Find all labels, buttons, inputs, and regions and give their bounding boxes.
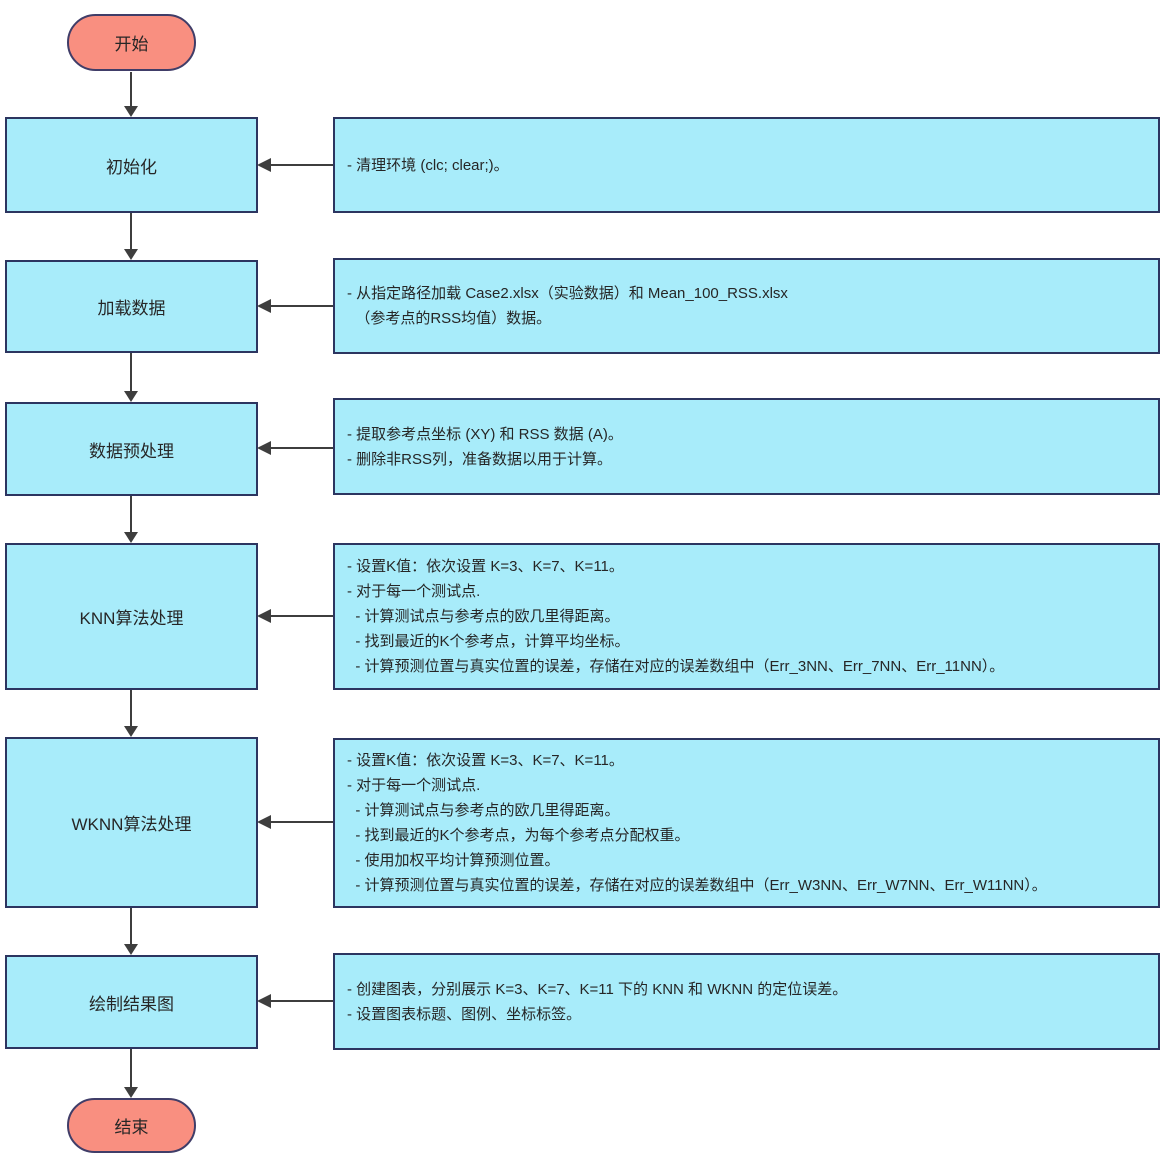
process-box-knn: KNN算法处理 [5, 543, 258, 690]
arrowhead-down-plot [124, 944, 138, 955]
connector-knn-wknn [130, 690, 132, 727]
connector-note-wknn [270, 821, 333, 823]
note-box-preprocess: - 提取参考点坐标 (XY) 和 RSS 数据 (A)。 - 删除非RSS列，准… [333, 398, 1160, 495]
process-box-load-data: 加载数据 [5, 260, 258, 353]
connector-plot-end [130, 1049, 132, 1088]
note-box-wknn: - 设置K值：依次设置 K=3、K=7、K=11。 - 对于每一个测试点. - … [333, 738, 1160, 908]
note-box-load-data: - 从指定路径加载 Case2.xlsx（实验数据）和 Mean_100_RSS… [333, 258, 1160, 354]
arrowhead-left-plot [257, 994, 271, 1008]
end-node-label: 结束 [114, 1118, 149, 1137]
process-label-wknn: WKNN算法处理 [71, 815, 192, 834]
arrowhead-left-preprocess [257, 441, 271, 455]
connector-load-preprocess [130, 353, 132, 392]
process-label-preprocess: 数据预处理 [89, 441, 174, 461]
arrowhead-down-knn [124, 532, 138, 543]
note-box-plot: - 创建图表，分别展示 K=3、K=7、K=11 下的 KNN 和 WKNN 的… [333, 953, 1160, 1050]
connector-preprocess-knn [130, 496, 132, 533]
note-text-init: - 清理环境 (clc; clear;)。 [347, 156, 509, 174]
arrowhead-down-init [124, 106, 138, 117]
process-label-knn: KNN算法处理 [79, 609, 184, 628]
end-node: 结束 [67, 1098, 196, 1153]
connector-note-load [270, 305, 333, 307]
note-box-knn: - 设置K值：依次设置 K=3、K=7、K=11。 - 对于每一个测试点. - … [333, 543, 1160, 690]
arrowhead-down-wknn [124, 726, 138, 737]
arrowhead-down-preprocess [124, 391, 138, 402]
arrowhead-down-end [124, 1087, 138, 1098]
note-box-init: - 清理环境 (clc; clear;)。 [333, 117, 1160, 213]
process-label-load-data: 加载数据 [97, 299, 166, 318]
note-text-load-data: - 从指定路径加载 Case2.xlsx（实验数据）和 Mean_100_RSS… [347, 285, 788, 327]
arrowhead-down-load [124, 249, 138, 260]
connector-note-plot [270, 1000, 333, 1002]
note-text-knn: - 设置K值：依次设置 K=3、K=7、K=11。 - 对于每一个测试点. - … [347, 558, 1005, 675]
connector-start-init [130, 72, 132, 108]
process-label-init: 初始化 [106, 157, 157, 177]
connector-wknn-plot [130, 908, 132, 945]
process-box-preprocess: 数据预处理 [5, 402, 258, 496]
note-text-wknn: - 设置K值：依次设置 K=3、K=7、K=11。 - 对于每一个测试点. - … [347, 752, 1047, 894]
arrowhead-left-load [257, 299, 271, 313]
arrowhead-left-knn [257, 609, 271, 623]
note-text-plot: - 创建图表，分别展示 K=3、K=7、K=11 下的 KNN 和 WKNN 的… [347, 980, 848, 1023]
connector-note-knn [270, 615, 333, 617]
process-box-wknn: WKNN算法处理 [5, 737, 258, 908]
connector-init-load [130, 213, 132, 250]
arrowhead-left-init [257, 158, 271, 172]
process-box-plot: 绘制结果图 [5, 955, 258, 1049]
process-label-plot: 绘制结果图 [89, 994, 174, 1014]
process-box-init: 初始化 [5, 117, 258, 213]
connector-note-preprocess [270, 447, 333, 449]
arrowhead-left-wknn [257, 815, 271, 829]
note-text-preprocess: - 提取参考点坐标 (XY) 和 RSS 数据 (A)。 - 删除非RSS列，准… [347, 425, 623, 468]
start-node-label: 开始 [114, 35, 149, 54]
connector-note-init [270, 164, 333, 166]
start-node: 开始 [67, 14, 196, 71]
